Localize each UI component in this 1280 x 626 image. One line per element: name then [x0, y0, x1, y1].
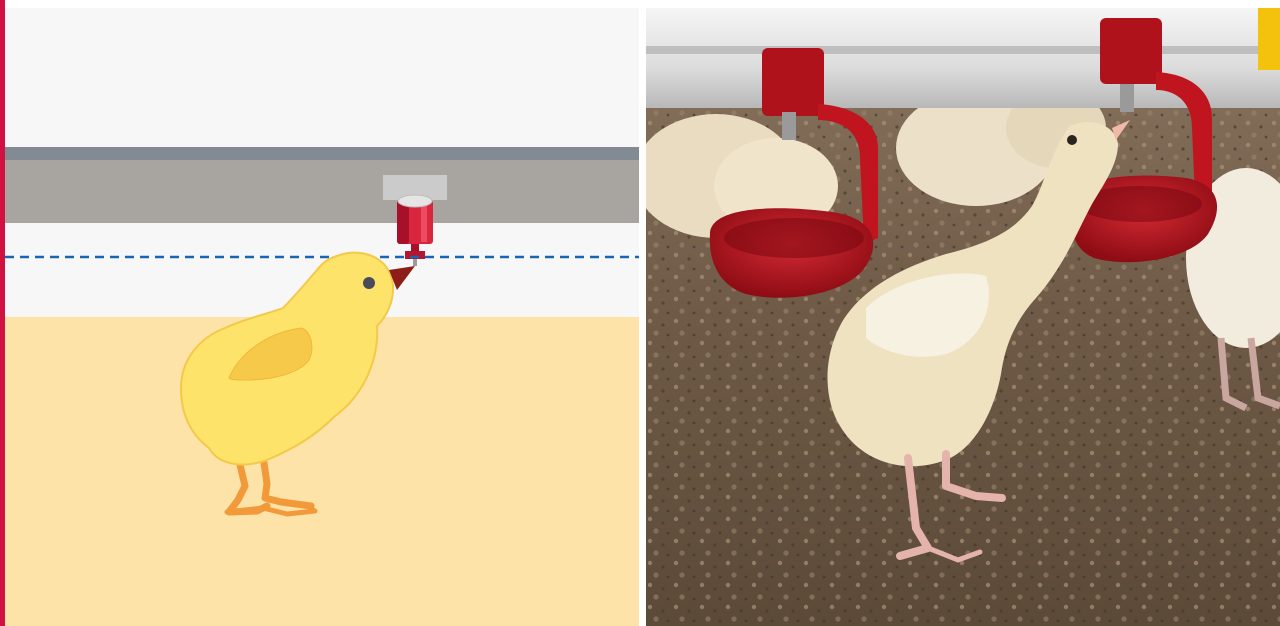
illustration-svg	[5, 8, 639, 626]
photo-panel	[646, 8, 1280, 626]
photo-svg	[646, 8, 1280, 626]
illustration-panel	[5, 8, 639, 626]
pipe-top	[5, 147, 639, 160]
pipe-body	[5, 160, 639, 223]
pipe-end-cap	[1258, 8, 1280, 70]
